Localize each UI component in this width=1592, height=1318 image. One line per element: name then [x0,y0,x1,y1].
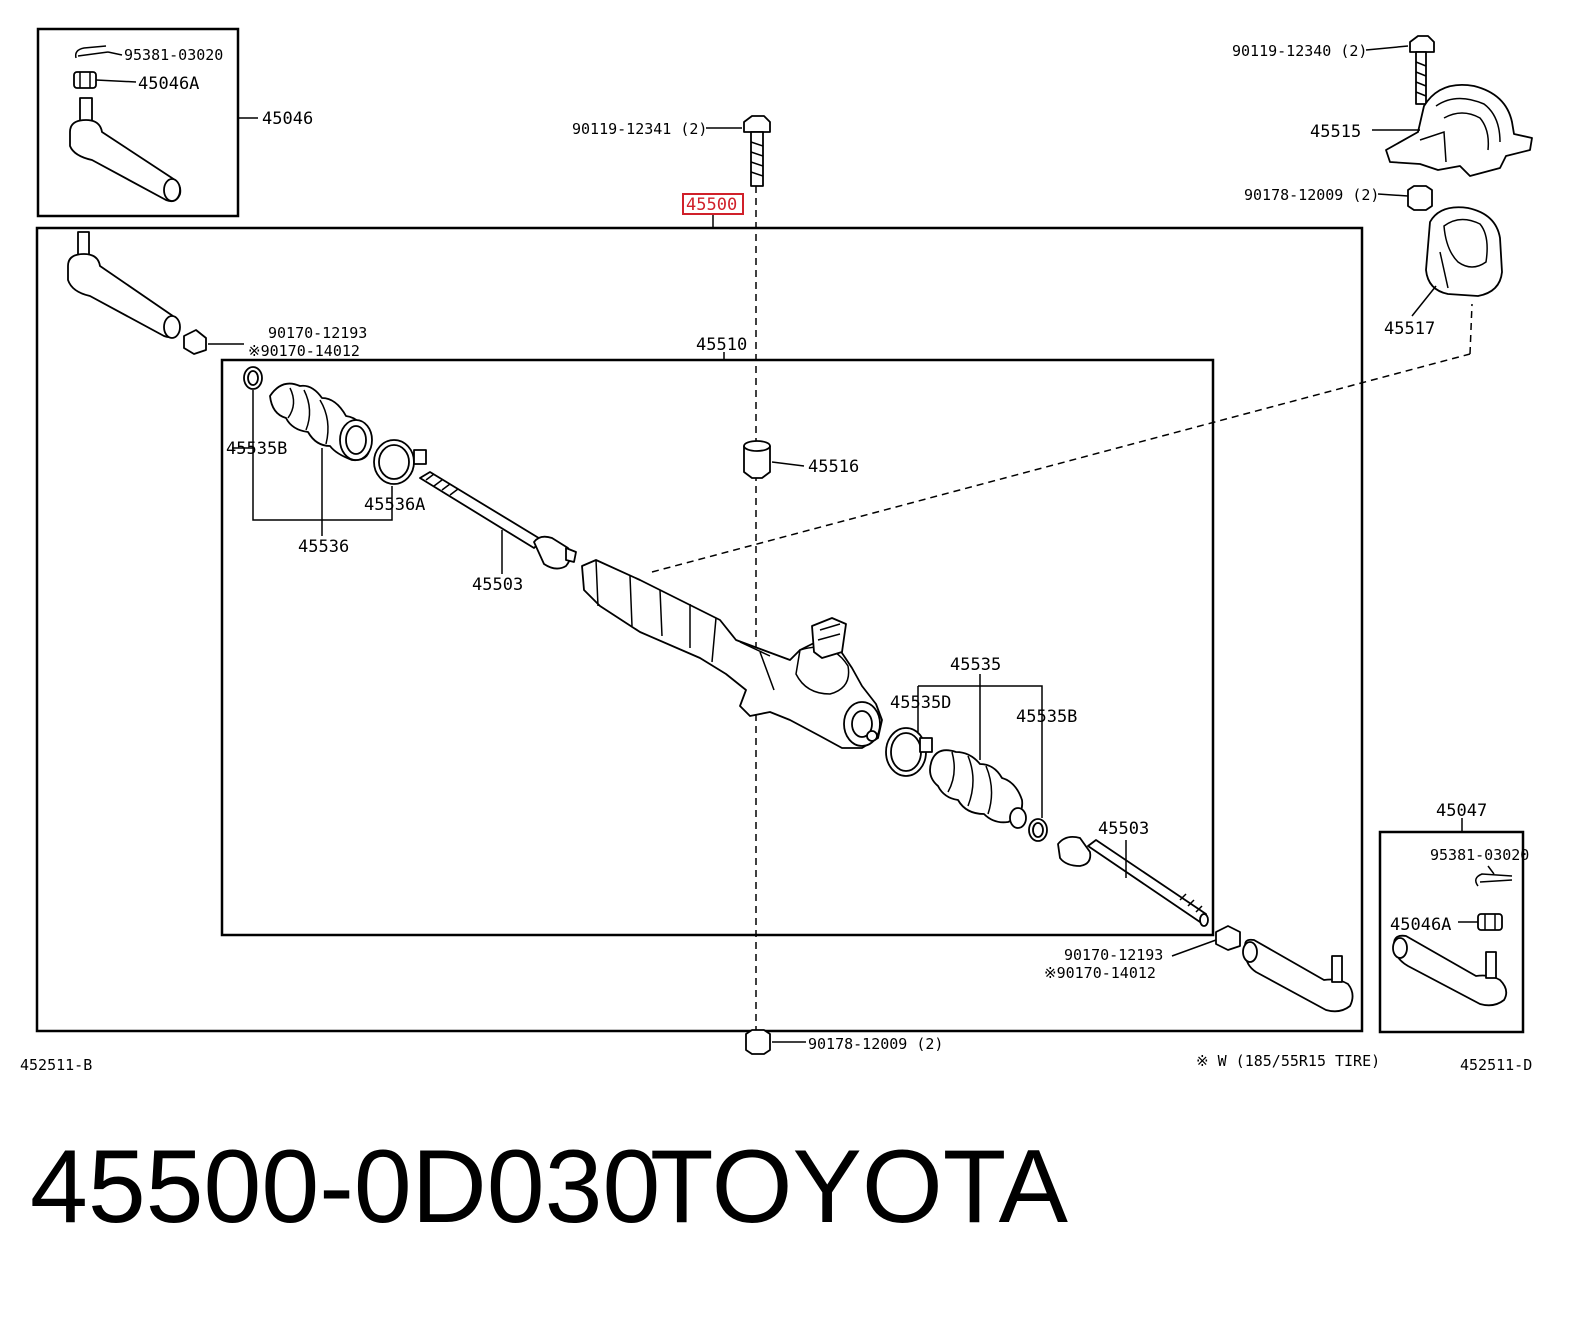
boot-icon [929,749,1027,829]
tie-rod-end-icon [69,97,182,203]
caption-brand: TOYOTA [650,1129,1069,1245]
label-45503-right: 45503 [1098,819,1149,839]
label-45536: 45536 [298,537,349,557]
nut-icon [745,1029,771,1055]
inner-tie-rod-icon [1057,835,1209,927]
nut-icon [183,329,207,355]
box-45046 [36,27,240,218]
tire-note: ※ W (185/55R15 TIRE) [1196,1052,1380,1070]
label-45535D: 45535D [890,693,951,713]
box-45500 [35,226,1364,1033]
highlight-45500 [682,193,744,215]
bolt-icon [1409,35,1435,105]
label-45046A: 45046A [138,74,199,94]
label-45510: 45510 [696,335,747,355]
tie-rod-end-icon [67,231,181,339]
bushing-icon [1425,206,1503,297]
label-45516: 45516 [808,457,859,477]
bracket-icon [1385,84,1533,177]
clamp-icon [885,727,933,777]
caption-part-number: 45500-0D030 [30,1129,660,1245]
cotter-pin-icon [74,45,109,59]
nut-icon [73,71,97,89]
label-45046A-right: 45046A [1390,915,1451,935]
label-45046: 45046 [262,109,313,129]
clamp-icon [1028,818,1048,842]
label-95381-03020-right: 95381-03020 [1430,846,1529,864]
nut-icon [1407,185,1433,211]
boot-icon [269,382,373,462]
label-45536A: 45536A [364,495,425,515]
nut-icon [1215,925,1241,951]
label-90178-12009-bottom: 90178-12009 (2) [808,1035,943,1053]
label-95381-03020: 95381-03020 [124,46,223,64]
tie-rod-end-icon [1392,934,1508,1007]
box-45047 [1378,830,1525,1034]
ref-code-right: 452511-D [1460,1056,1532,1074]
label-90178-12009-top: 90178-12009 (2) [1244,186,1379,204]
label-45517: 45517 [1384,319,1435,339]
label-45535B-right: 45535B [1016,707,1077,727]
box-45510 [220,358,1215,937]
bolt-icon [743,115,771,187]
label-45500: 45500 [686,195,737,215]
inner-tie-rod-icon [419,471,577,570]
clamp-icon [243,366,263,390]
rack-housing-icon [581,559,883,749]
label-45535: 45535 [950,655,1001,675]
clamp-icon [373,439,427,485]
label-90170-12193-right: 90170-12193 [1064,946,1163,964]
label-90119-12341: 90119-12341 (2) [572,120,707,138]
label-45515: 45515 [1310,122,1361,142]
label-90170-14012-left: ※90170-14012 [248,342,360,360]
label-45047: 45047 [1436,801,1487,821]
label-90170-12193-left: 90170-12193 [268,324,367,342]
ref-code-left: 452511-B [20,1056,92,1074]
label-90170-14012-right: ※90170-14012 [1044,964,1156,982]
label-45535B-left: 45535B [226,439,287,459]
bushing-icon [743,440,771,479]
label-45503-left: 45503 [472,575,523,595]
nut-icon [1477,913,1503,931]
label-90119-12340: 90119-12340 (2) [1232,42,1367,60]
tie-rod-end-icon [1242,938,1354,1013]
cotter-pin-icon [1475,873,1513,887]
